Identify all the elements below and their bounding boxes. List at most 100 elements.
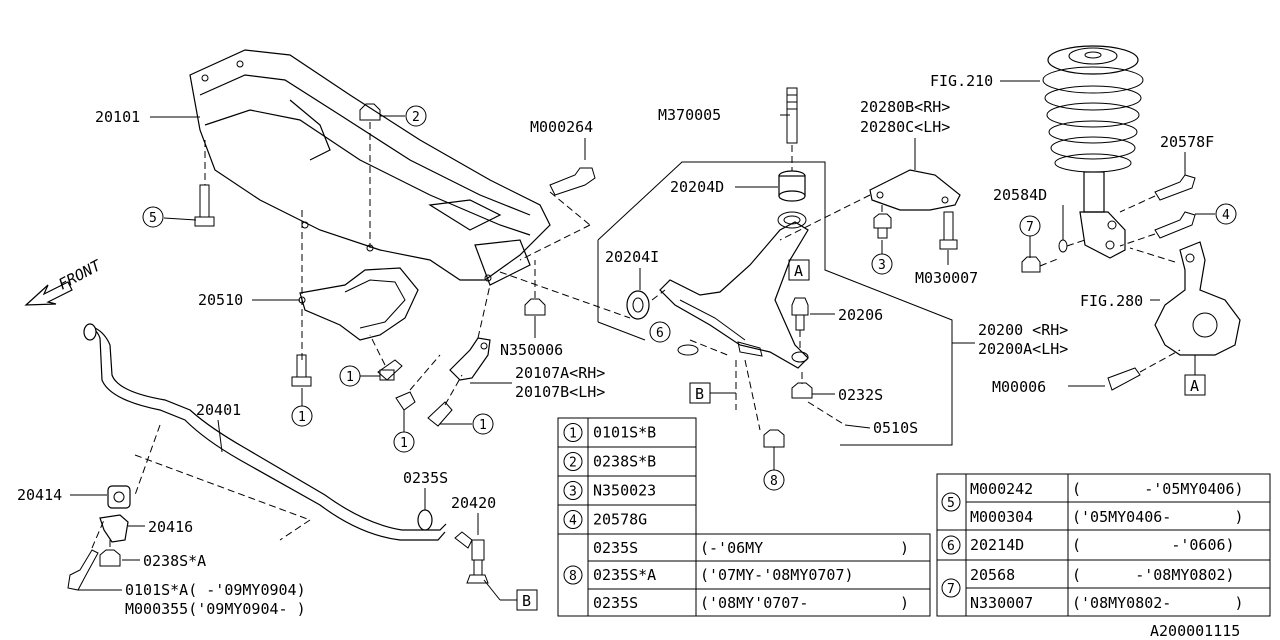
label-20101: 20101	[95, 108, 140, 126]
bracket-20510	[298, 267, 419, 341]
bracket-20107	[449, 337, 491, 381]
label-m00006: M00006	[992, 378, 1046, 396]
label-20510: 20510	[198, 291, 243, 309]
stabilizer-bar-20401	[83, 323, 447, 541]
parts-table-right	[936, 473, 1271, 617]
table-left-num-8: 8	[569, 569, 577, 584]
bolt-m00006	[1107, 349, 1181, 391]
table-left-g8-range-2: ('08MY'0707-	[700, 594, 808, 612]
label-20200: 20200 <RH>	[978, 321, 1068, 339]
table-left-part-2: N350023	[593, 482, 656, 500]
table-left-circle-8	[563, 565, 583, 585]
table-left-g8-part-0: 0235S	[593, 539, 638, 557]
assembly-outline	[597, 161, 953, 446]
nut-n350006	[524, 298, 546, 316]
bolt-m000264	[519, 167, 596, 261]
table-left-num-2: 3	[569, 485, 577, 500]
nut-0238sa	[99, 549, 121, 567]
bolt-1a	[291, 354, 312, 387]
nut-0232s	[791, 382, 813, 399]
callout-3: 3	[878, 258, 886, 273]
table-left-part-3: 20578G	[593, 511, 647, 529]
washer-20584d	[1058, 239, 1068, 253]
table-right-part-2-0: 20568	[970, 566, 1015, 584]
callout-4: 4	[1222, 208, 1230, 223]
box-b2: B	[522, 592, 531, 610]
bolt-1b	[377, 359, 403, 381]
label-20280b: 20280B<RH>	[860, 98, 950, 116]
table-left-g8-range-1: ('07MY-'08MY0707)	[700, 566, 854, 584]
label-fig210: FIG.210	[930, 72, 993, 90]
label-20416: 20416	[148, 518, 193, 536]
label-20107b: 20107B<LH>	[515, 383, 605, 401]
label-20107a: 20107A<RH>	[515, 364, 605, 382]
label-20578f: 20578F	[1160, 133, 1214, 151]
crossmember-part	[189, 49, 551, 286]
bushing-20414	[107, 485, 131, 509]
table-left-part-0: 0101S*B	[593, 424, 656, 442]
knuckle-fig280	[1154, 241, 1241, 356]
box-a2: A	[1190, 377, 1199, 395]
ref-box-a1	[788, 259, 810, 281]
label-m000355: M000355('09MY0904- )	[125, 600, 306, 618]
box-b1: B	[695, 385, 704, 403]
ref-box-a2	[1184, 374, 1206, 396]
label-20206: 20206	[838, 306, 883, 324]
callout-1a: 1	[298, 410, 306, 425]
table-right-range-1-0: ( -'0606)	[1072, 536, 1235, 554]
bolt-m030007	[939, 211, 958, 250]
table-left-num-1: 2	[569, 456, 577, 471]
table-left-part-1: 0238S*B	[593, 453, 656, 471]
label-0238sa: 0238S*A	[143, 552, 206, 570]
bolt-1c	[395, 354, 441, 411]
callout-8: 8	[770, 474, 778, 489]
label-m370005: M370005	[658, 106, 721, 124]
callout-6: 6	[656, 326, 664, 341]
bushing-20204d	[777, 170, 807, 229]
label-20200a: 20200A<LH>	[978, 340, 1068, 358]
nut-3	[873, 213, 892, 239]
table-right-num-2: 7	[947, 582, 955, 597]
label-20280c: 20280C<LH>	[860, 118, 950, 136]
label-20401: 20401	[196, 401, 241, 419]
label-0232s: 0232S	[838, 386, 883, 404]
table-left-circle-3	[563, 510, 583, 529]
bracket-20280	[869, 169, 961, 211]
table-right-num-1: 6	[947, 539, 955, 554]
label-m000264: M000264	[530, 118, 593, 136]
callout-2: 2	[412, 110, 420, 125]
drawing-id: A200001115	[1150, 622, 1240, 640]
front-arrow-icon	[24, 281, 73, 306]
table-right-part-0-1: M000304	[970, 508, 1033, 526]
callout-1d: 1	[479, 418, 487, 433]
nut-7	[1021, 256, 1041, 273]
table-right-num-0: 5	[947, 496, 955, 511]
table-right-range-2-0: ( -'08MY0802)	[1072, 566, 1235, 584]
ref-box-b2	[516, 589, 538, 611]
label-20420: 20420	[451, 494, 496, 512]
label-20584d: 20584D	[993, 186, 1047, 204]
table-left-g8-range-0: (-'06MY	[700, 539, 763, 557]
box-a1: A	[794, 262, 803, 280]
table-right-part-0-0: M000242	[970, 480, 1033, 498]
bolt-5	[194, 140, 215, 227]
callout-7: 7	[1026, 220, 1034, 235]
label-0510s: 0510S	[873, 419, 918, 437]
table-left-circle-1	[563, 452, 583, 471]
table-left-g8-part-1: 0235S*A	[593, 566, 656, 584]
label-0101sa: 0101S*A( -'09MY0904)	[125, 581, 306, 599]
label-n350006: N350006	[500, 341, 563, 359]
bolt-1d	[427, 374, 463, 427]
label-fig280: FIG.280	[1080, 292, 1143, 310]
label-20204i: 20204I	[605, 248, 659, 266]
table-left-circle-2	[563, 481, 583, 500]
table-left-num-3: 4	[569, 514, 577, 529]
table-right-circle-2	[941, 578, 961, 598]
label-20204d: 20204D	[670, 178, 724, 196]
control-arm-20200	[659, 221, 809, 369]
bushing-20204i	[499, 271, 666, 320]
ball-joint-20206	[791, 297, 809, 331]
callout-1b: 1	[346, 370, 354, 385]
bolt-20578f	[1119, 174, 1196, 213]
